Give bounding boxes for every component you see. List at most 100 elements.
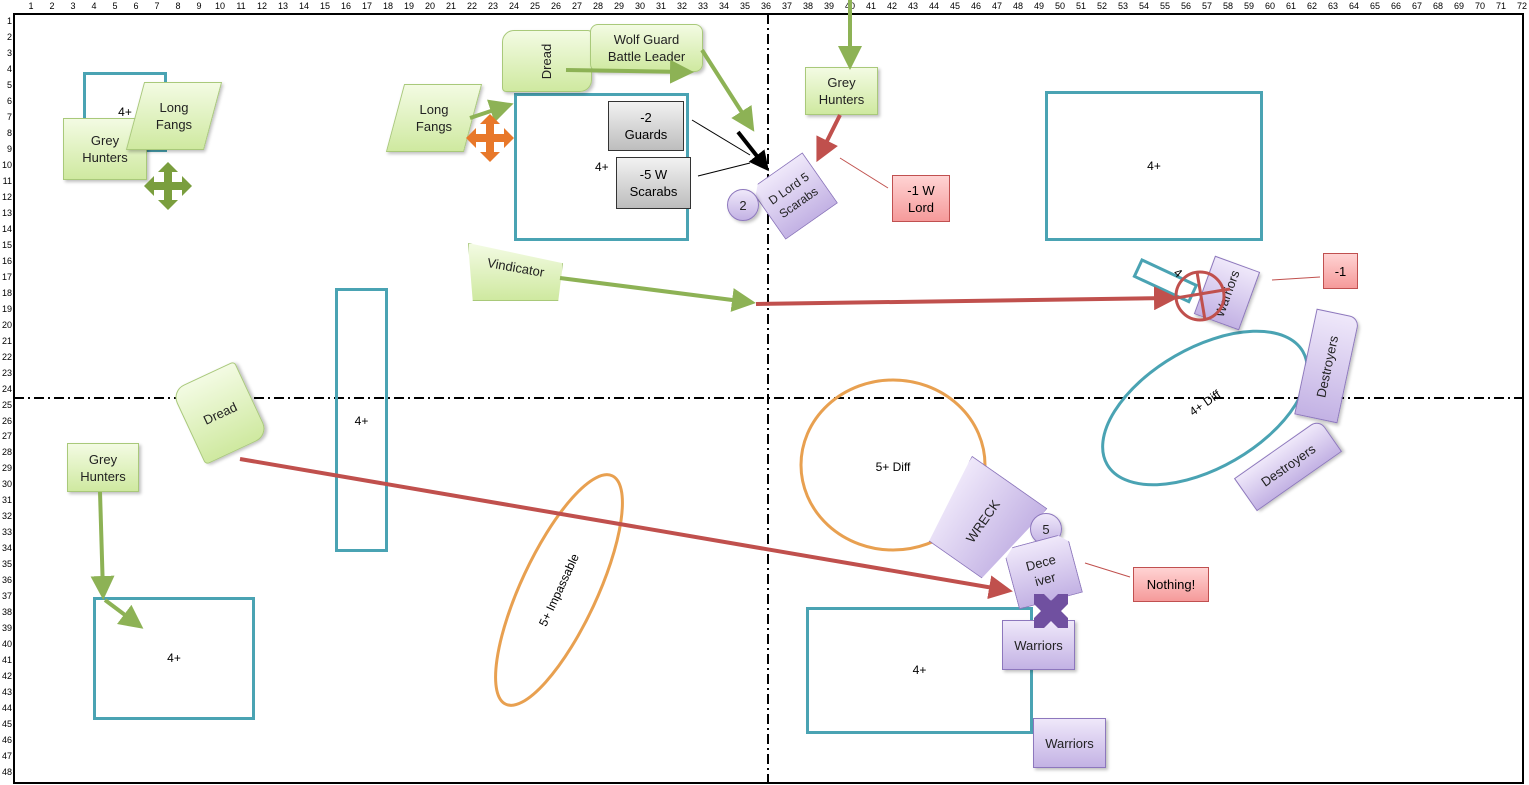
target-crosshair-icon	[1174, 270, 1231, 322]
unit-label: Grey Hunters	[818, 75, 865, 107]
row-number: 9	[6, 143, 12, 154]
row-number: 8	[6, 127, 12, 138]
column-number: 66	[1390, 1, 1401, 11]
row-number: 22	[1, 351, 12, 362]
badge-label: 2	[739, 197, 747, 213]
column-number: 11	[236, 1, 246, 11]
row-number: 11	[2, 175, 12, 186]
column-number: 20	[424, 1, 435, 11]
move-arrow	[103, 598, 144, 629]
column-number: 52	[1096, 1, 1107, 11]
result-label: -1 W Lord	[907, 182, 935, 215]
unit-label: Grey Hunters	[82, 133, 128, 165]
column-number: 13	[277, 1, 288, 11]
row-number: 18	[1, 287, 12, 298]
callout-line	[1084, 562, 1131, 578]
row-number: 36	[1, 575, 12, 586]
move-arrow	[90, 491, 115, 600]
terrain-block: 4+	[806, 607, 1033, 734]
column-number: 41	[865, 1, 876, 11]
result-warriors: -1	[1323, 253, 1358, 289]
row-number: 19	[1, 303, 12, 314]
terrain-label: 4+	[1147, 158, 1161, 173]
unit-label: Warriors	[1014, 637, 1063, 653]
column-number: 19	[403, 1, 414, 11]
column-number: 6	[133, 1, 139, 11]
row-number: 30	[1, 479, 12, 490]
column-number: 62	[1306, 1, 1317, 11]
column-number: 71	[1495, 1, 1506, 11]
column-number: 47	[991, 1, 1002, 11]
column-number: 22	[466, 1, 477, 11]
move-cross-icon-purple	[1034, 594, 1068, 628]
unit-dread[interactable]: Dread	[502, 30, 592, 92]
column-number: 29	[613, 1, 624, 11]
column-number: 42	[886, 1, 897, 11]
row-number: 29	[1, 463, 12, 474]
row-number: 20	[1, 319, 12, 330]
unit-label: Warriors	[1045, 735, 1094, 751]
row-number: 39	[1, 623, 12, 634]
row-number: 37	[1, 591, 12, 602]
column-number: 56	[1180, 1, 1191, 11]
column-number: 72	[1516, 1, 1527, 11]
column-number: 14	[298, 1, 309, 11]
column-number: 67	[1411, 1, 1422, 11]
column-number: 15	[319, 1, 330, 11]
unit-warriors[interactable]: Warriors	[1033, 718, 1106, 768]
callout-line	[1271, 276, 1321, 281]
difficult-terrain-4	[1101, 329, 1309, 487]
row-number: 16	[1, 255, 12, 266]
result-label: -1	[1334, 263, 1347, 279]
result-label: -2 Guards	[624, 110, 668, 142]
column-number: 37	[781, 1, 792, 11]
unit-grey-hunters[interactable]: Grey Hunters	[805, 67, 878, 115]
row-number: 40	[1, 639, 12, 650]
column-number: 58	[1222, 1, 1233, 11]
fire-arrow	[239, 457, 1013, 600]
column-number: 51	[1075, 1, 1086, 11]
column-number: 5	[112, 1, 118, 11]
column-number: 26	[550, 1, 561, 11]
unit-warriors[interactable]: Warriors	[1002, 620, 1075, 670]
column-number: 34	[718, 1, 729, 11]
column-number: 61	[1285, 1, 1296, 11]
unit-grey-hunters[interactable]: Grey Hunters	[67, 443, 139, 492]
badge-2: 2	[727, 189, 759, 221]
row-number: 17	[1, 271, 12, 282]
column-number: 7	[154, 1, 160, 11]
column-number: 49	[1033, 1, 1044, 11]
row-number: 10	[1, 159, 12, 170]
row-number: 14	[1, 223, 12, 234]
row-number: 1	[6, 16, 12, 26]
row-number: 31	[1, 495, 12, 506]
move-arrow	[565, 59, 694, 84]
row-number: 33	[1, 527, 12, 538]
column-number: 31	[655, 1, 666, 11]
column-number: 69	[1453, 1, 1464, 11]
result-scarabs: -5 W Scarabs	[616, 157, 691, 209]
move-arrow	[469, 99, 514, 123]
row-number: 5	[6, 79, 12, 90]
row-number: 27	[1, 431, 12, 442]
row-number: 24	[1, 383, 12, 394]
row-number: 35	[1, 559, 12, 570]
badge-label: 5	[1042, 521, 1050, 537]
column-number: 57	[1201, 1, 1212, 11]
assault-arrow	[736, 130, 769, 172]
row-number: 23	[1, 367, 12, 378]
column-number: 55	[1159, 1, 1170, 11]
column-number: 17	[361, 1, 372, 11]
callout-line	[697, 162, 751, 177]
result-label: -5 W Scarabs	[629, 167, 678, 199]
callout-line	[691, 119, 751, 156]
result-lord: -1 W Lord	[892, 175, 950, 222]
column-number: 4	[91, 1, 97, 11]
column-number: 53	[1117, 1, 1128, 11]
row-number: 46	[1, 735, 12, 746]
terrain-label: 4+	[118, 104, 132, 119]
terrain-label: 4+	[167, 651, 181, 665]
row-number: 41	[1, 655, 12, 666]
column-number: 9	[196, 1, 202, 11]
result-guards: -2 Guards	[608, 101, 684, 151]
